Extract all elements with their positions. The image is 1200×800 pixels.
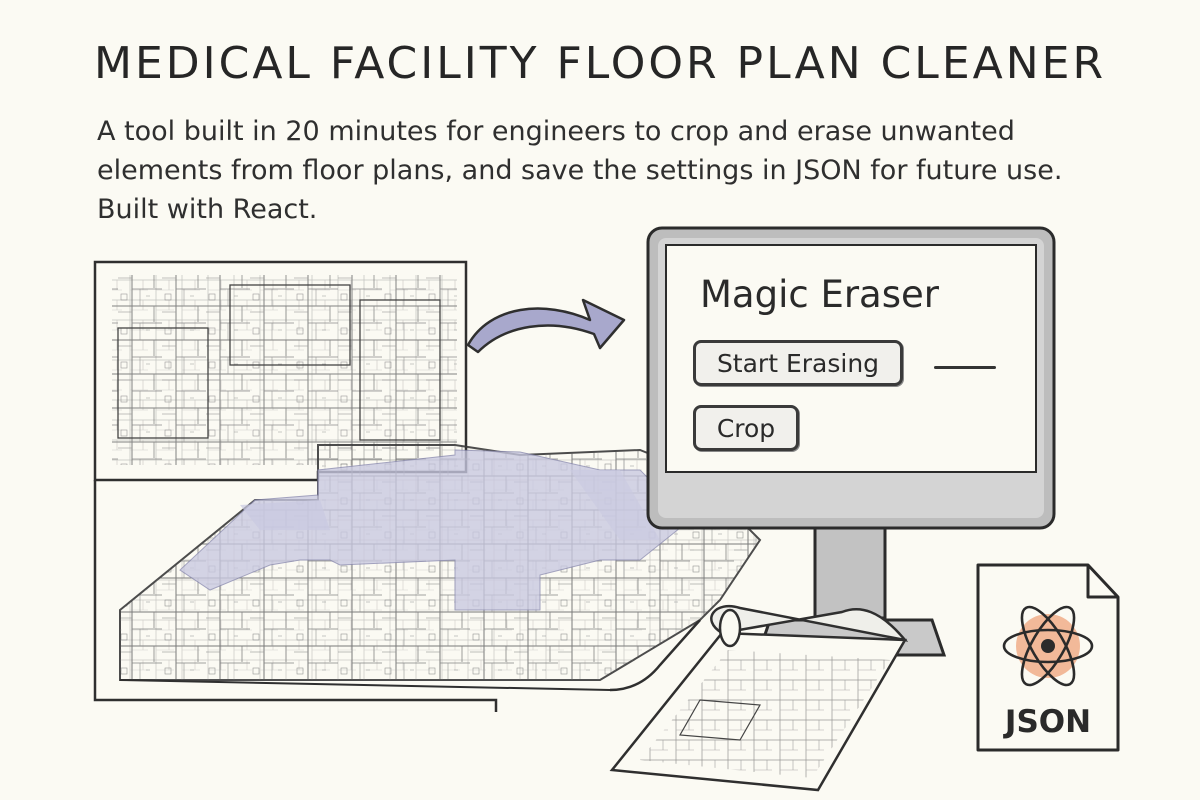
floor-plan-drawing bbox=[93, 260, 762, 712]
arrow-icon bbox=[466, 298, 626, 354]
eraser-size-slider[interactable] bbox=[934, 366, 996, 369]
app-title: Magic Eraser bbox=[700, 273, 939, 316]
page-description: A tool built in 20 minutes for engineers… bbox=[97, 116, 1063, 225]
start-erasing-button[interactable]: Start Erasing bbox=[693, 340, 903, 386]
page-title: MEDICAL FACILITY FLOOR PLAN CLEANER bbox=[93, 38, 1107, 89]
app-window: Magic Eraser Start Erasing Crop bbox=[666, 245, 1036, 472]
rolled-plan-illustration bbox=[609, 605, 909, 792]
react-atom-icon bbox=[1002, 605, 1094, 687]
json-file-icon bbox=[976, 563, 1120, 752]
json-file-label: JSON bbox=[1004, 704, 1092, 740]
crop-button[interactable]: Crop bbox=[693, 405, 799, 451]
